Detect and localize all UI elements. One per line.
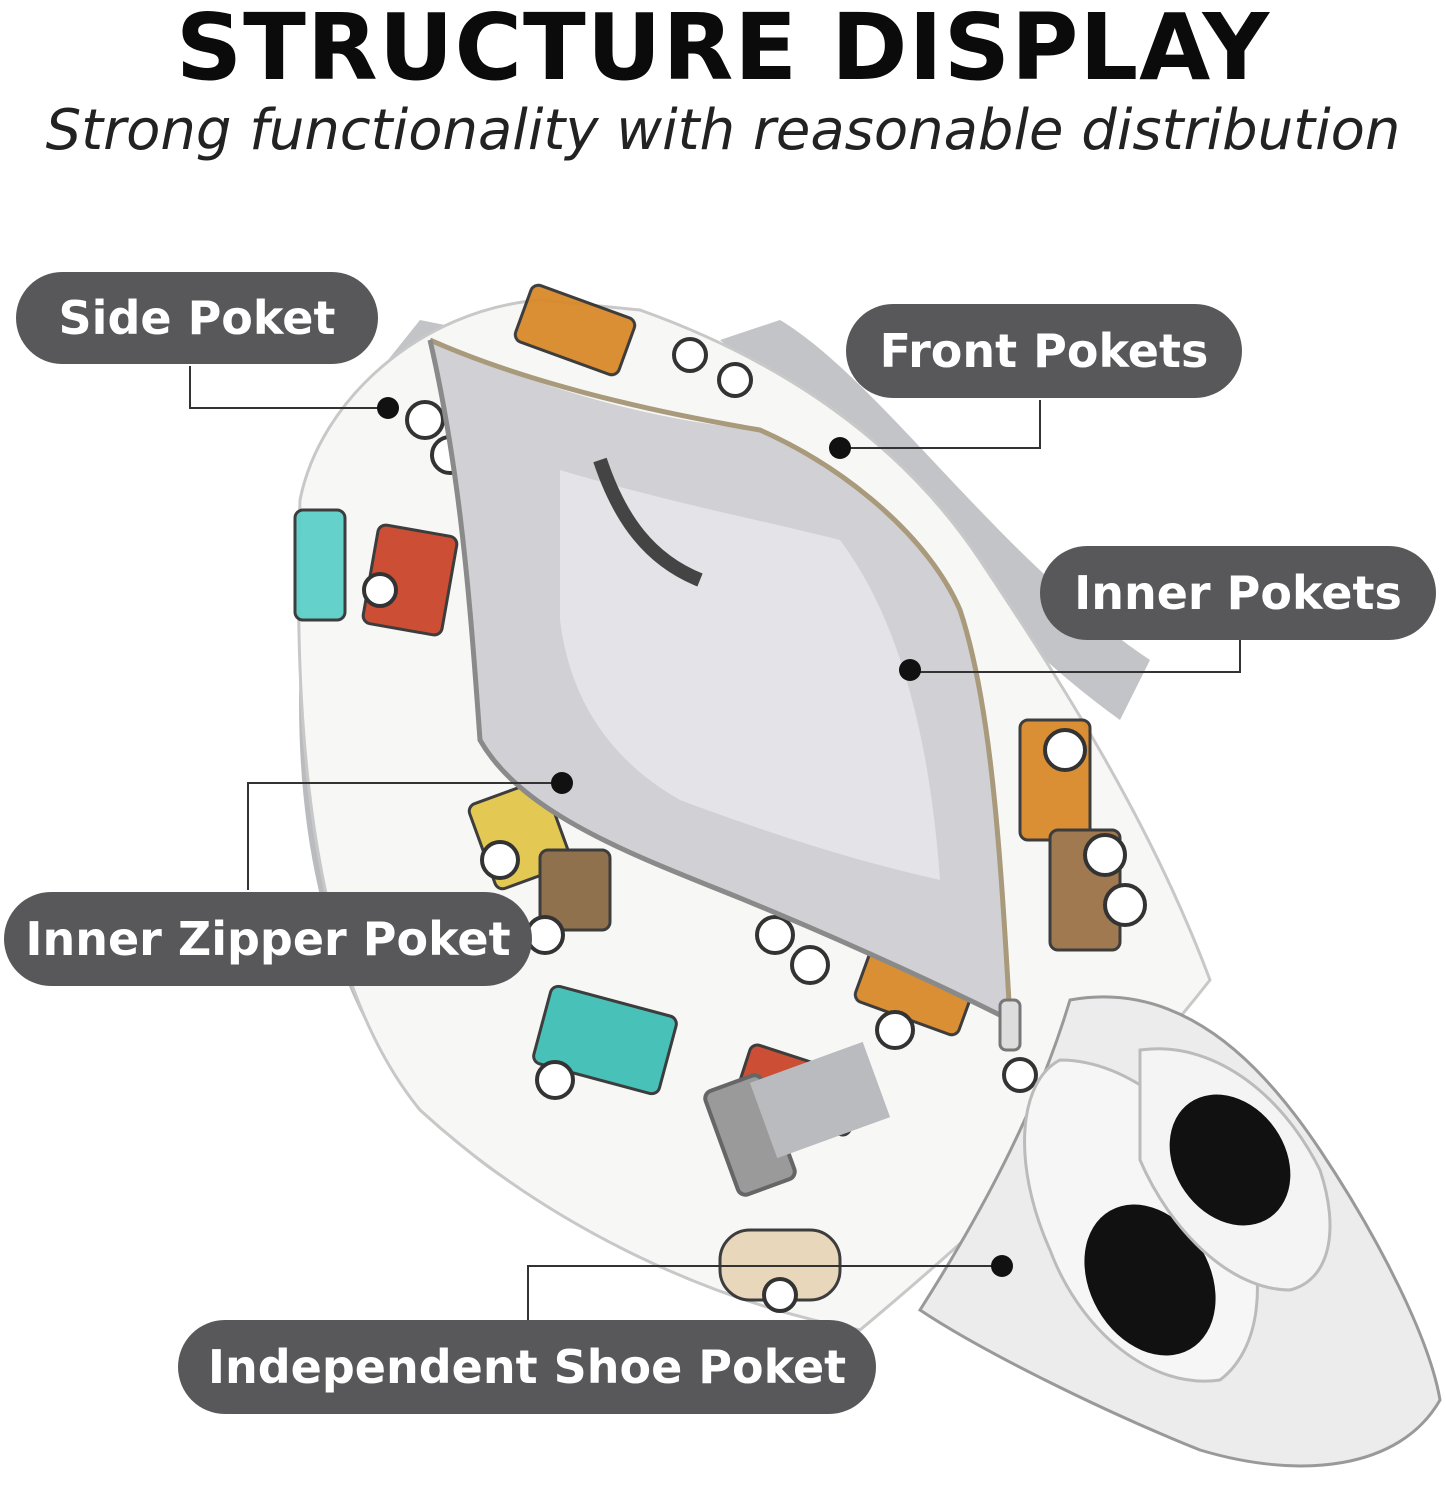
page-title: STRUCTURE DISPLAY [175, 0, 1271, 101]
front-pockets-dot [829, 437, 851, 459]
wheel-marks [362, 337, 1147, 1313]
inner-pockets-label: Inner Pokets [1040, 546, 1436, 640]
shoe-pocket-leader [527, 1265, 1002, 1320]
inner-zipper-leader [247, 782, 562, 890]
main-zipper [428, 337, 1013, 1021]
side-pocket-leader [189, 366, 388, 409]
page-subtitle: Strong functionality with reasonable dis… [45, 98, 1401, 163]
inner-pockets-dot [899, 659, 921, 681]
inner-pockets-leader [910, 640, 1241, 673]
callout-dots [377, 397, 1013, 1277]
front-pockets-label: Front Pokets [846, 304, 1242, 398]
bag-lining-depth [560, 470, 940, 880]
shoe-pocket-label: Independent Shoe Poket [178, 1320, 876, 1414]
inner-zipper-dot [551, 772, 573, 794]
side-pocket-label: Side Poket [16, 272, 378, 364]
shoe-pocket-dot [991, 1255, 1013, 1277]
inner-zipper-pocket-label: Inner Zipper Poket [4, 892, 532, 986]
zipper-pull [998, 998, 1022, 1052]
front-pockets-leader [840, 400, 1041, 449]
leader-lines [189, 366, 1241, 1320]
side-pocket-dot [377, 397, 399, 419]
truck-pattern [293, 283, 1122, 1302]
